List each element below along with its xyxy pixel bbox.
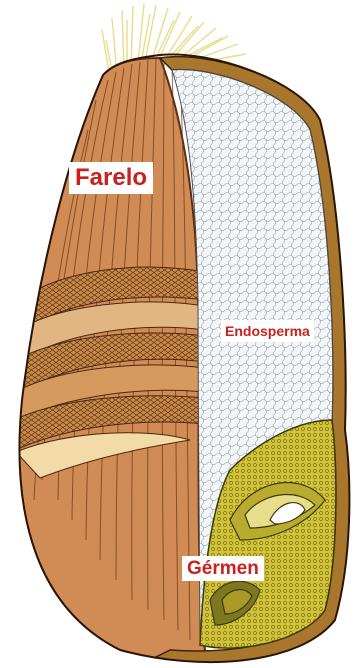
bran-label: Farelo: [69, 162, 153, 194]
germ-label: Gérmen: [182, 556, 264, 581]
endosperm-label: Endosperma: [221, 320, 314, 342]
